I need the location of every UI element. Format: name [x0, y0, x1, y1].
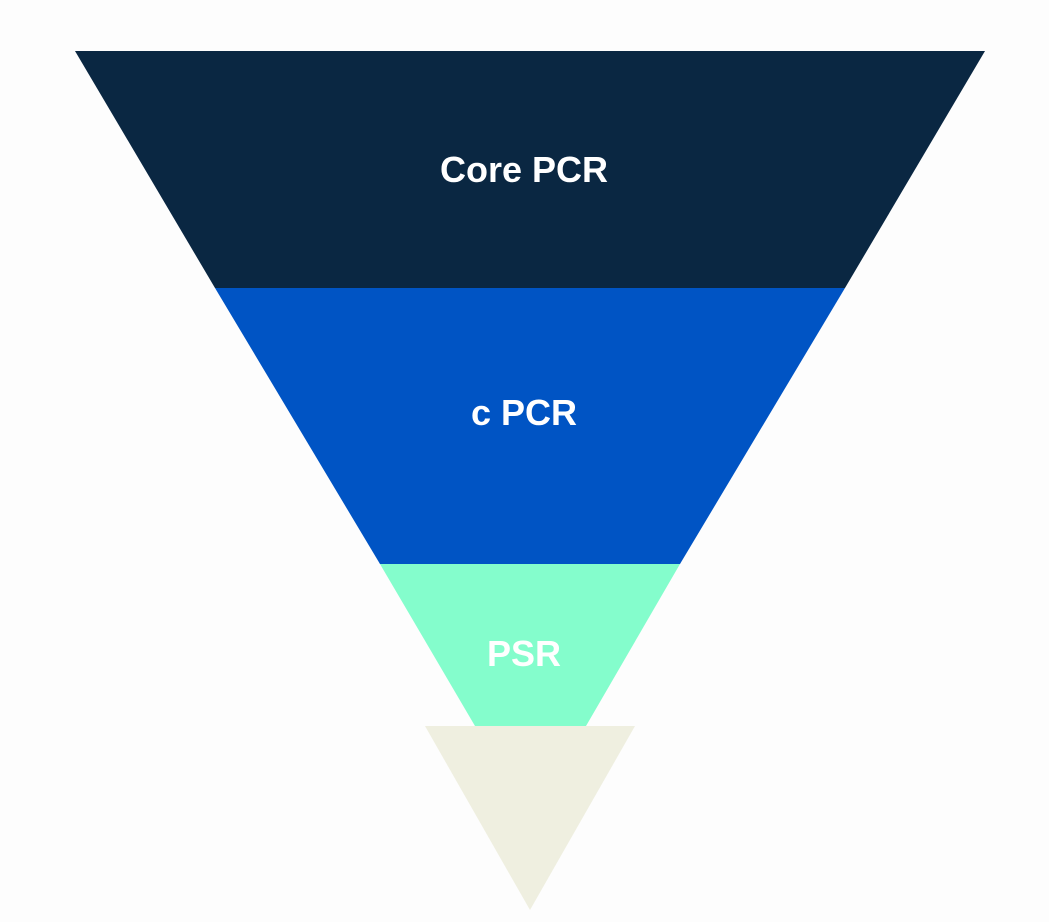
funnel-stage-c-pcr-label: c PCR — [471, 392, 577, 433]
funnel-stage-core-pcr-label: Core PCR — [440, 149, 608, 190]
funnel-stage-c-pcr — [215, 288, 845, 564]
funnel-stage-psr-label: PSR — [487, 633, 561, 674]
funnel-stage-bottom-triangle — [425, 726, 635, 910]
funnel-stage-core-pcr — [75, 51, 985, 288]
funnel-stage-psr — [380, 564, 680, 726]
